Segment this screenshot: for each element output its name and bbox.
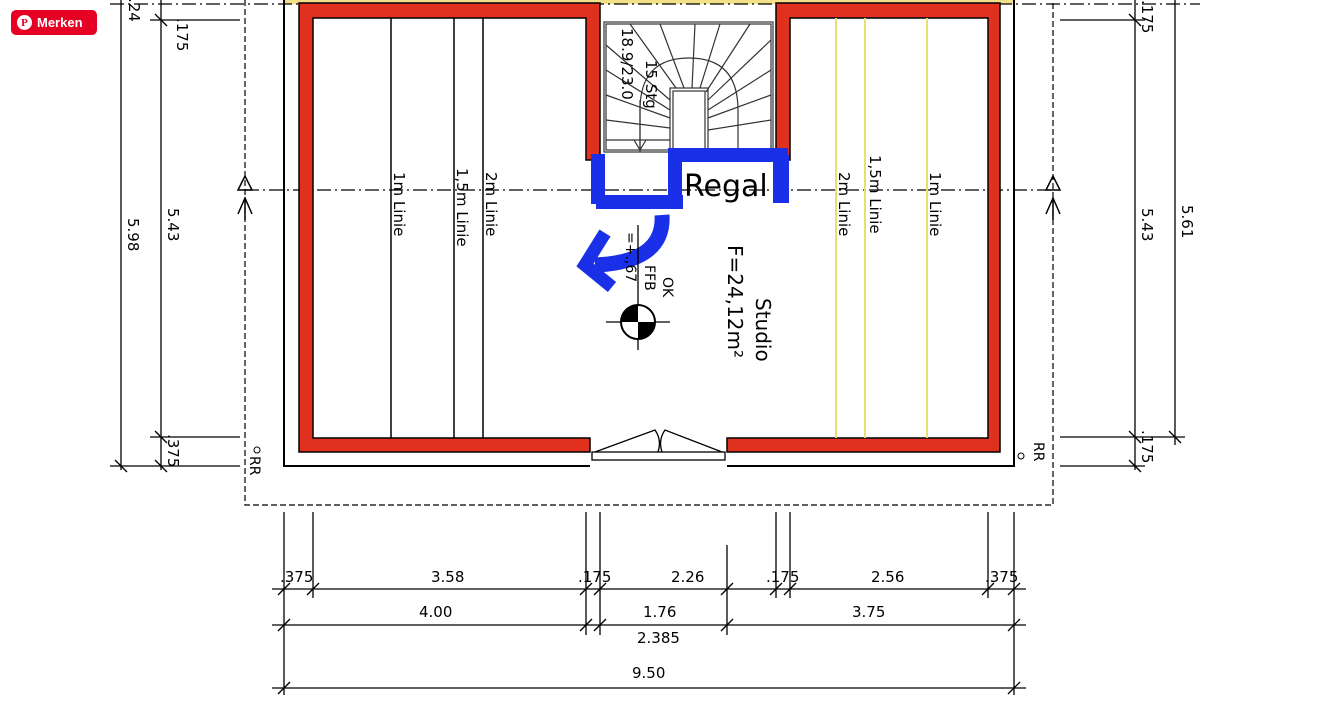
dimension-tick [277,618,291,632]
level-ffb: FFB [641,265,657,291]
dim-bottom: 1.76 [643,603,676,621]
line-label: 2m Linie [835,172,853,236]
rr-label-right: RR [1030,442,1046,462]
dim-bottom: .175 [578,568,611,586]
stair-ratio: 18.9/23.0 [618,28,636,100]
dimension-ticks [277,582,1021,695]
dimension-lines-right [1060,0,1185,473]
rr-label-left: RR [246,456,262,476]
level-value: =+.,67 [622,232,638,282]
dim-bottom-left: .375 [164,434,182,467]
dim-bottom: 3.58 [431,568,464,586]
pinterest-save-button[interactable]: P Merken [11,10,97,35]
dim-bottom: 9.50 [632,664,665,682]
door [591,429,726,461]
line-label: 1,5m Linie [866,155,884,234]
dimension-tick [277,681,291,695]
dim-outer-left: 5.98 [124,218,142,251]
dim-bottom: 4.00 [419,603,452,621]
dimension-tick [579,582,593,596]
dim-outer-right: 5.61 [1178,205,1196,238]
level-marker-icon [606,225,670,350]
dimension-tick [720,618,734,632]
dimension-lines-left [110,0,240,473]
level-ok: OK [659,277,675,298]
dim-top-right: .175 [1138,0,1156,33]
room-name: Studio [751,298,775,362]
shelf-marker [591,148,789,209]
arrow-head-icon [576,229,617,293]
pin-label: Merken [37,15,83,30]
dim-inner-right: 5.43 [1138,208,1156,241]
line-label: 1m Linie [390,172,408,236]
dimension-tick [277,582,291,596]
dimension-tick [579,618,593,632]
pinterest-icon: P [17,15,32,30]
stair-steps: 15 Stg [642,60,660,109]
dim-top-small-left: .24 [125,0,143,22]
dim-top-left: .175 [173,18,191,51]
shelf-label: Regal [684,169,768,204]
section-marker-right [1044,174,1062,220]
room-area: F=24,12m² [723,245,747,358]
dim-bottom: .375 [985,568,1018,586]
dimension-tick [783,582,797,596]
dimension-tick [981,582,995,596]
dim-bottom: .375 [280,568,313,586]
dimension-tick [593,618,607,632]
outer-wall [283,0,1015,467]
roof-outline [244,0,1054,506]
lines-right [835,18,928,438]
line-label: 1,5m Linie [453,168,471,247]
dim-inner-left: 5.43 [164,208,182,241]
section-marker-left [236,174,254,220]
dimension-tick [306,582,320,596]
dimension-tick [593,582,607,596]
dimension-tick [1007,618,1021,632]
line-label: 2m Linie [482,172,500,236]
dimension-tick [769,582,783,596]
dim-bottom: 3.75 [852,603,885,621]
rr-marker-icon [1017,452,1025,460]
top-band [284,0,1014,4]
dimension-lines-bottom [272,512,1026,695]
dim-bottom-right: .175 [1138,430,1156,463]
line-label: 1m Linie [926,172,944,236]
lines-left [390,18,484,438]
arrow-curve [594,214,670,273]
dim-bottom: 2.385 [637,629,680,647]
dimension-tick [1007,681,1021,695]
dim-bottom: .175 [766,568,799,586]
dim-bottom: 2.56 [871,568,904,586]
dimension-tick [1007,582,1021,596]
dim-bottom: 2.26 [671,568,704,586]
dimension-tick [720,582,734,596]
rr-marker-icon [253,446,261,454]
